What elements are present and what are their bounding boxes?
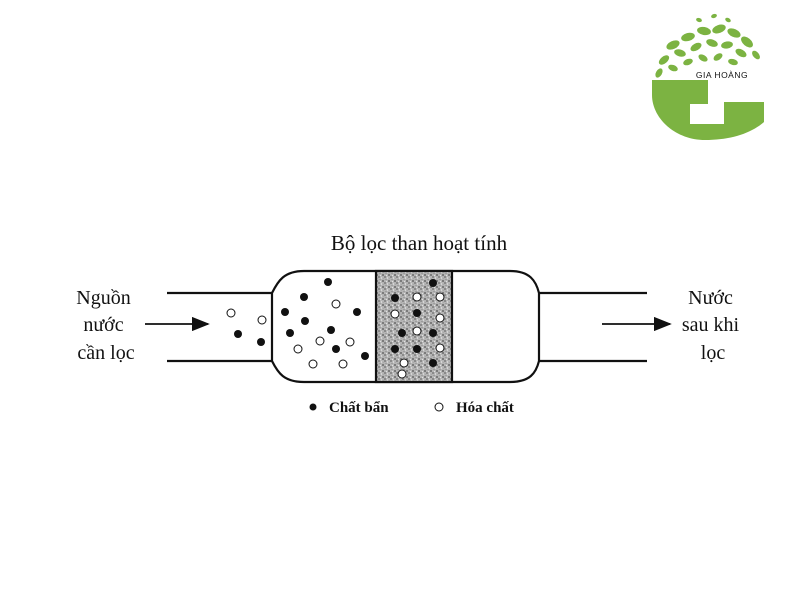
- outlet-label: Nước sau khi lọc: [682, 287, 744, 364]
- inlet-label-line-3: cần lọc: [77, 342, 134, 364]
- chemical-particle: [338, 359, 348, 369]
- activated-carbon-bed: [374, 269, 454, 384]
- dirt-particle: [361, 352, 369, 360]
- dirt-particle: [391, 294, 399, 302]
- chemical-particle: [397, 369, 407, 379]
- chemical-particle: [345, 337, 355, 347]
- outlet-label-line-1: Nước: [688, 287, 733, 309]
- chemical-particle: [412, 292, 422, 302]
- legend-chemical-label: Hóa chất: [456, 400, 514, 416]
- chemical-particle: [435, 343, 445, 353]
- upstream-particles: [226, 278, 369, 369]
- dirt-particle: [398, 329, 406, 337]
- trapped-particles: [390, 279, 445, 379]
- chemical-particle: [331, 299, 341, 309]
- dirt-particle: [324, 278, 332, 286]
- dirt-particle: [281, 308, 289, 316]
- dirt-particle: [257, 338, 265, 346]
- filter-vessel: [270, 269, 541, 384]
- inlet-label-line-1: Nguồn: [76, 287, 130, 309]
- outlet-label-line-2: sau khi: [682, 314, 740, 336]
- chemical-particle: [308, 359, 318, 369]
- chemical-particle: [435, 292, 445, 302]
- chemical-particle: [412, 326, 422, 336]
- dirt-particle: [353, 308, 361, 316]
- chemical-particle: [315, 336, 325, 346]
- dirt-particle: [286, 329, 294, 337]
- dirt-particle: [429, 359, 437, 367]
- legend-chemical-marker: [434, 402, 444, 412]
- dirt-particle: [429, 329, 437, 337]
- dirt-particle: [300, 293, 308, 301]
- dirt-particle: [327, 326, 335, 334]
- inlet-label-line-2: nước: [83, 314, 123, 336]
- dirt-particle: [429, 279, 437, 287]
- chemical-particle: [435, 313, 445, 323]
- legend: Chất bẩn Hóa chất: [309, 400, 514, 416]
- logo-g-shape: [652, 80, 764, 140]
- leaf-cluster: [655, 13, 760, 78]
- chemical-particle: [399, 358, 409, 368]
- dirt-particle: [301, 317, 309, 325]
- logo-text: GIA HOÀNG: [696, 70, 748, 80]
- inlet-label: Nguồn nước cần lọc: [76, 287, 135, 364]
- dirt-particle: [332, 345, 340, 353]
- legend-dirt-marker: [309, 403, 317, 411]
- diagram-title: Bộ lọc than hoạt tính: [331, 231, 508, 255]
- dirt-particle: [413, 345, 421, 353]
- dirt-particle: [391, 345, 399, 353]
- outlet-label-line-3: lọc: [701, 342, 726, 364]
- legend-dirt-label: Chất bẩn: [329, 400, 389, 416]
- chemical-particle: [390, 309, 400, 319]
- chemical-particle: [257, 315, 267, 325]
- dirt-particle: [413, 309, 421, 317]
- dirt-particle: [234, 330, 242, 338]
- chemical-particle: [226, 308, 236, 318]
- gia-hoang-logo: GIA HOÀNG: [652, 13, 764, 140]
- chemical-particle: [293, 344, 303, 354]
